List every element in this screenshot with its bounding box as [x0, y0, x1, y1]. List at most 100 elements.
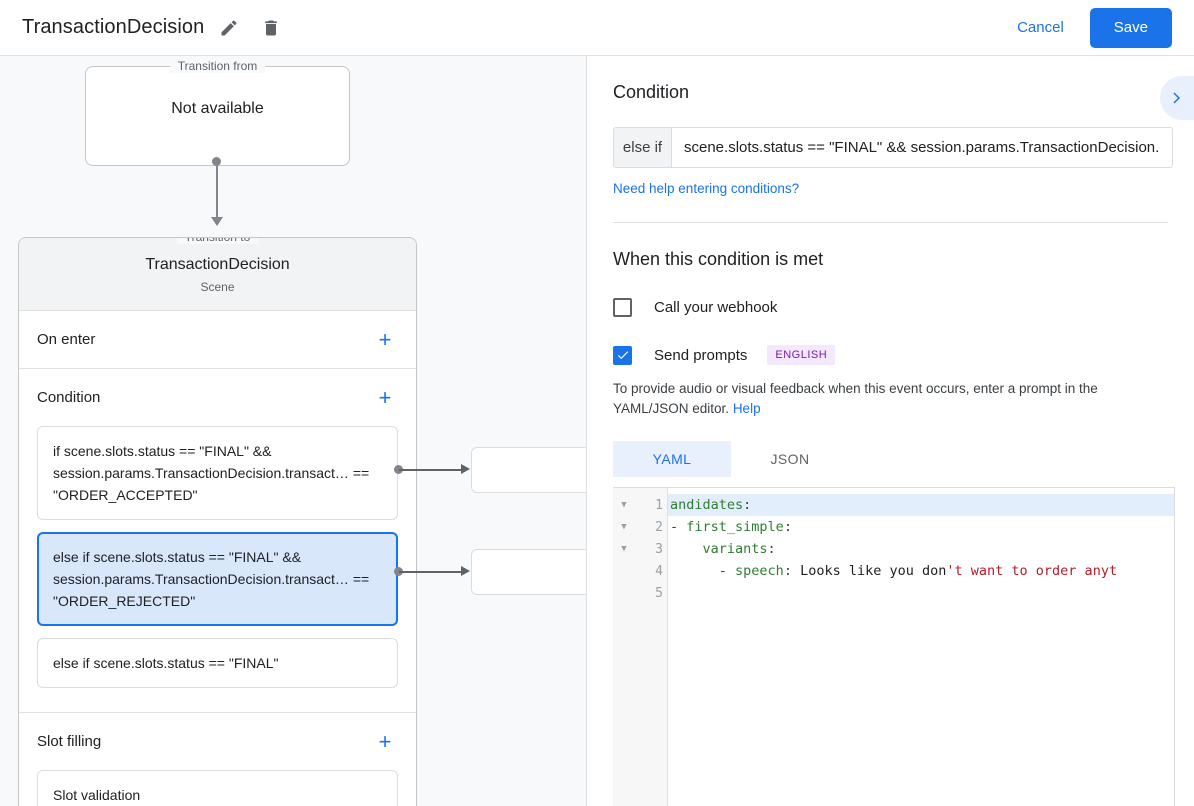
target-node-2[interactable]	[471, 549, 586, 595]
code-token: :	[767, 541, 776, 557]
connector-dot-condition-1	[394, 465, 403, 474]
send-prompts-row[interactable]: Send prompts ENGLISH	[613, 345, 1168, 365]
code-token: variants	[702, 541, 768, 557]
code-token: :	[783, 563, 801, 579]
transition-from-legend: Transition from	[169, 59, 266, 73]
plus-icon[interactable]: +	[378, 326, 392, 352]
scene-sections: On enter + Condition + if scene.slots.status…	[19, 311, 416, 806]
code-token: :	[783, 519, 792, 535]
panel-title: Condition	[613, 82, 690, 102]
connector-arrow-condition-2	[461, 566, 470, 576]
prompt-hint-text: To provide audio or visual feedback when…	[613, 381, 1098, 416]
scene-section-header: Slot filling +	[37, 713, 398, 770]
editor-line-number: 5	[655, 585, 663, 601]
editor-gutter-line: 4	[613, 560, 667, 582]
plus-icon[interactable]: +	[378, 384, 392, 410]
scene-section: On enter +	[19, 311, 416, 369]
pencil-icon-glyph	[221, 19, 237, 35]
target-node-1[interactable]	[471, 447, 586, 493]
scene-item-card[interactable]: else if scene.slots.status == "FINAL" &&…	[37, 532, 398, 626]
top-bar: TransactionDecision Cancel Save	[0, 0, 1194, 56]
prompt-hint: To provide audio or visual feedback when…	[613, 379, 1168, 419]
code-token: -	[670, 563, 736, 579]
code-token: andidates	[670, 497, 744, 513]
editor-code-line[interactable]: andidates:	[668, 494, 1174, 516]
editor-code-line[interactable]: variants:	[668, 538, 1174, 560]
editor-code-line[interactable]: - speech: Looks like you don't want to o…	[668, 560, 1174, 582]
scene-canvas[interactable]: Transition from Not available Transition…	[0, 56, 586, 806]
code-token: speech	[735, 563, 784, 579]
connector-arrow-down	[211, 217, 223, 226]
scene-section-label: On enter	[37, 331, 96, 348]
fold-toggle-icon[interactable]: ▼	[621, 522, 627, 532]
scene-section-label: Condition	[37, 389, 101, 406]
editor-line-number: 1	[655, 497, 663, 513]
editor-line-number: 3	[655, 541, 663, 557]
tab-json[interactable]: JSON	[770, 451, 810, 467]
scene-type: Scene	[200, 280, 235, 294]
editor-gutter-line: 5	[613, 582, 667, 604]
editor-gutter-line: ▼3	[613, 538, 667, 560]
panel-body: When this condition is met Call your web…	[587, 223, 1194, 806]
scene-section-label: Slot filling	[37, 733, 102, 750]
panel-header: Condition else if Need help entering con…	[587, 56, 1194, 223]
transition-from-node[interactable]: Transition from Not available	[85, 59, 350, 166]
editor-code-line[interactable]	[668, 582, 1174, 604]
webhook-label: Call your webhook	[654, 299, 778, 316]
editor-gutter-line: ▼1	[613, 494, 667, 516]
chevron-right-icon-glyph	[1173, 92, 1180, 104]
connector-line-condition-1	[399, 469, 463, 471]
transition-from-value: Not available	[171, 100, 264, 117]
page-title: TransactionDecision	[22, 16, 205, 38]
webhook-checkbox[interactable]	[613, 298, 632, 317]
scene-card-header: TransactionDecision Scene	[19, 238, 416, 311]
scene-item-card[interactable]: Slot validation	[37, 770, 398, 806]
webhook-row[interactable]: Call your webhook	[613, 298, 1168, 317]
code-token: Looks like you don	[800, 563, 947, 579]
scene-section-header: Condition +	[37, 369, 398, 426]
panel-divider	[613, 222, 1168, 223]
scene-item-card[interactable]: if scene.slots.status == "FINAL" && sess…	[37, 426, 398, 520]
language-chip: ENGLISH	[767, 345, 836, 365]
condition-detail-panel: Condition else if Need help entering con…	[586, 56, 1194, 806]
connector-dot-condition-2	[394, 567, 403, 576]
scene-item-card[interactable]: else if scene.slots.status == "FINAL"	[37, 638, 398, 688]
condition-prefix: else if	[614, 128, 672, 167]
scene-name: TransactionDecision	[145, 256, 290, 273]
save-button[interactable]: Save	[1089, 7, 1172, 48]
prompt-hint-help-link[interactable]: Help	[732, 401, 761, 416]
editor-code-line[interactable]: - first_simple:	[668, 516, 1174, 538]
when-condition-met-title: When this condition is met	[613, 249, 824, 269]
plus-icon[interactable]: +	[378, 728, 392, 754]
chevron-right-icon[interactable]	[1160, 76, 1194, 120]
condition-input-row[interactable]: else if	[613, 127, 1173, 168]
condition-help-link[interactable]: Need help entering conditions?	[613, 181, 800, 196]
tab-yaml[interactable]: YAML	[613, 441, 731, 477]
editor-gutter-line: ▼2	[613, 516, 667, 538]
condition-input[interactable]	[672, 128, 1172, 167]
scene-section: Condition + if scene.slots.status == "FINA…	[19, 369, 416, 713]
scene-section-header: On enter +	[37, 311, 398, 368]
code-token: :	[743, 497, 752, 513]
send-prompts-label: Send prompts	[654, 346, 748, 364]
trash-icon-glyph	[265, 20, 278, 35]
pencil-icon[interactable]	[212, 11, 246, 45]
fold-toggle-icon[interactable]: ▼	[621, 500, 627, 510]
editor-line-number: 4	[655, 563, 663, 579]
connector-line-condition-2	[399, 571, 463, 573]
cancel-button[interactable]: Cancel	[1003, 9, 1078, 46]
editor-format-tabs: YAML JSON	[613, 441, 1168, 477]
editor-line-number: 2	[655, 519, 663, 535]
send-prompts-checkbox[interactable]	[613, 345, 632, 365]
fold-toggle-icon[interactable]: ▼	[621, 544, 627, 554]
check-icon	[617, 351, 628, 360]
editor-code-area[interactable]: andidates:- first_simple: variants: - sp…	[668, 488, 1174, 806]
trash-icon[interactable]	[254, 11, 288, 45]
code-token: -	[670, 519, 687, 535]
scene-card[interactable]: Transition to TransactionDecision Scene …	[18, 237, 417, 806]
code-token	[670, 541, 703, 557]
connector-arrow-condition-1	[461, 464, 470, 474]
